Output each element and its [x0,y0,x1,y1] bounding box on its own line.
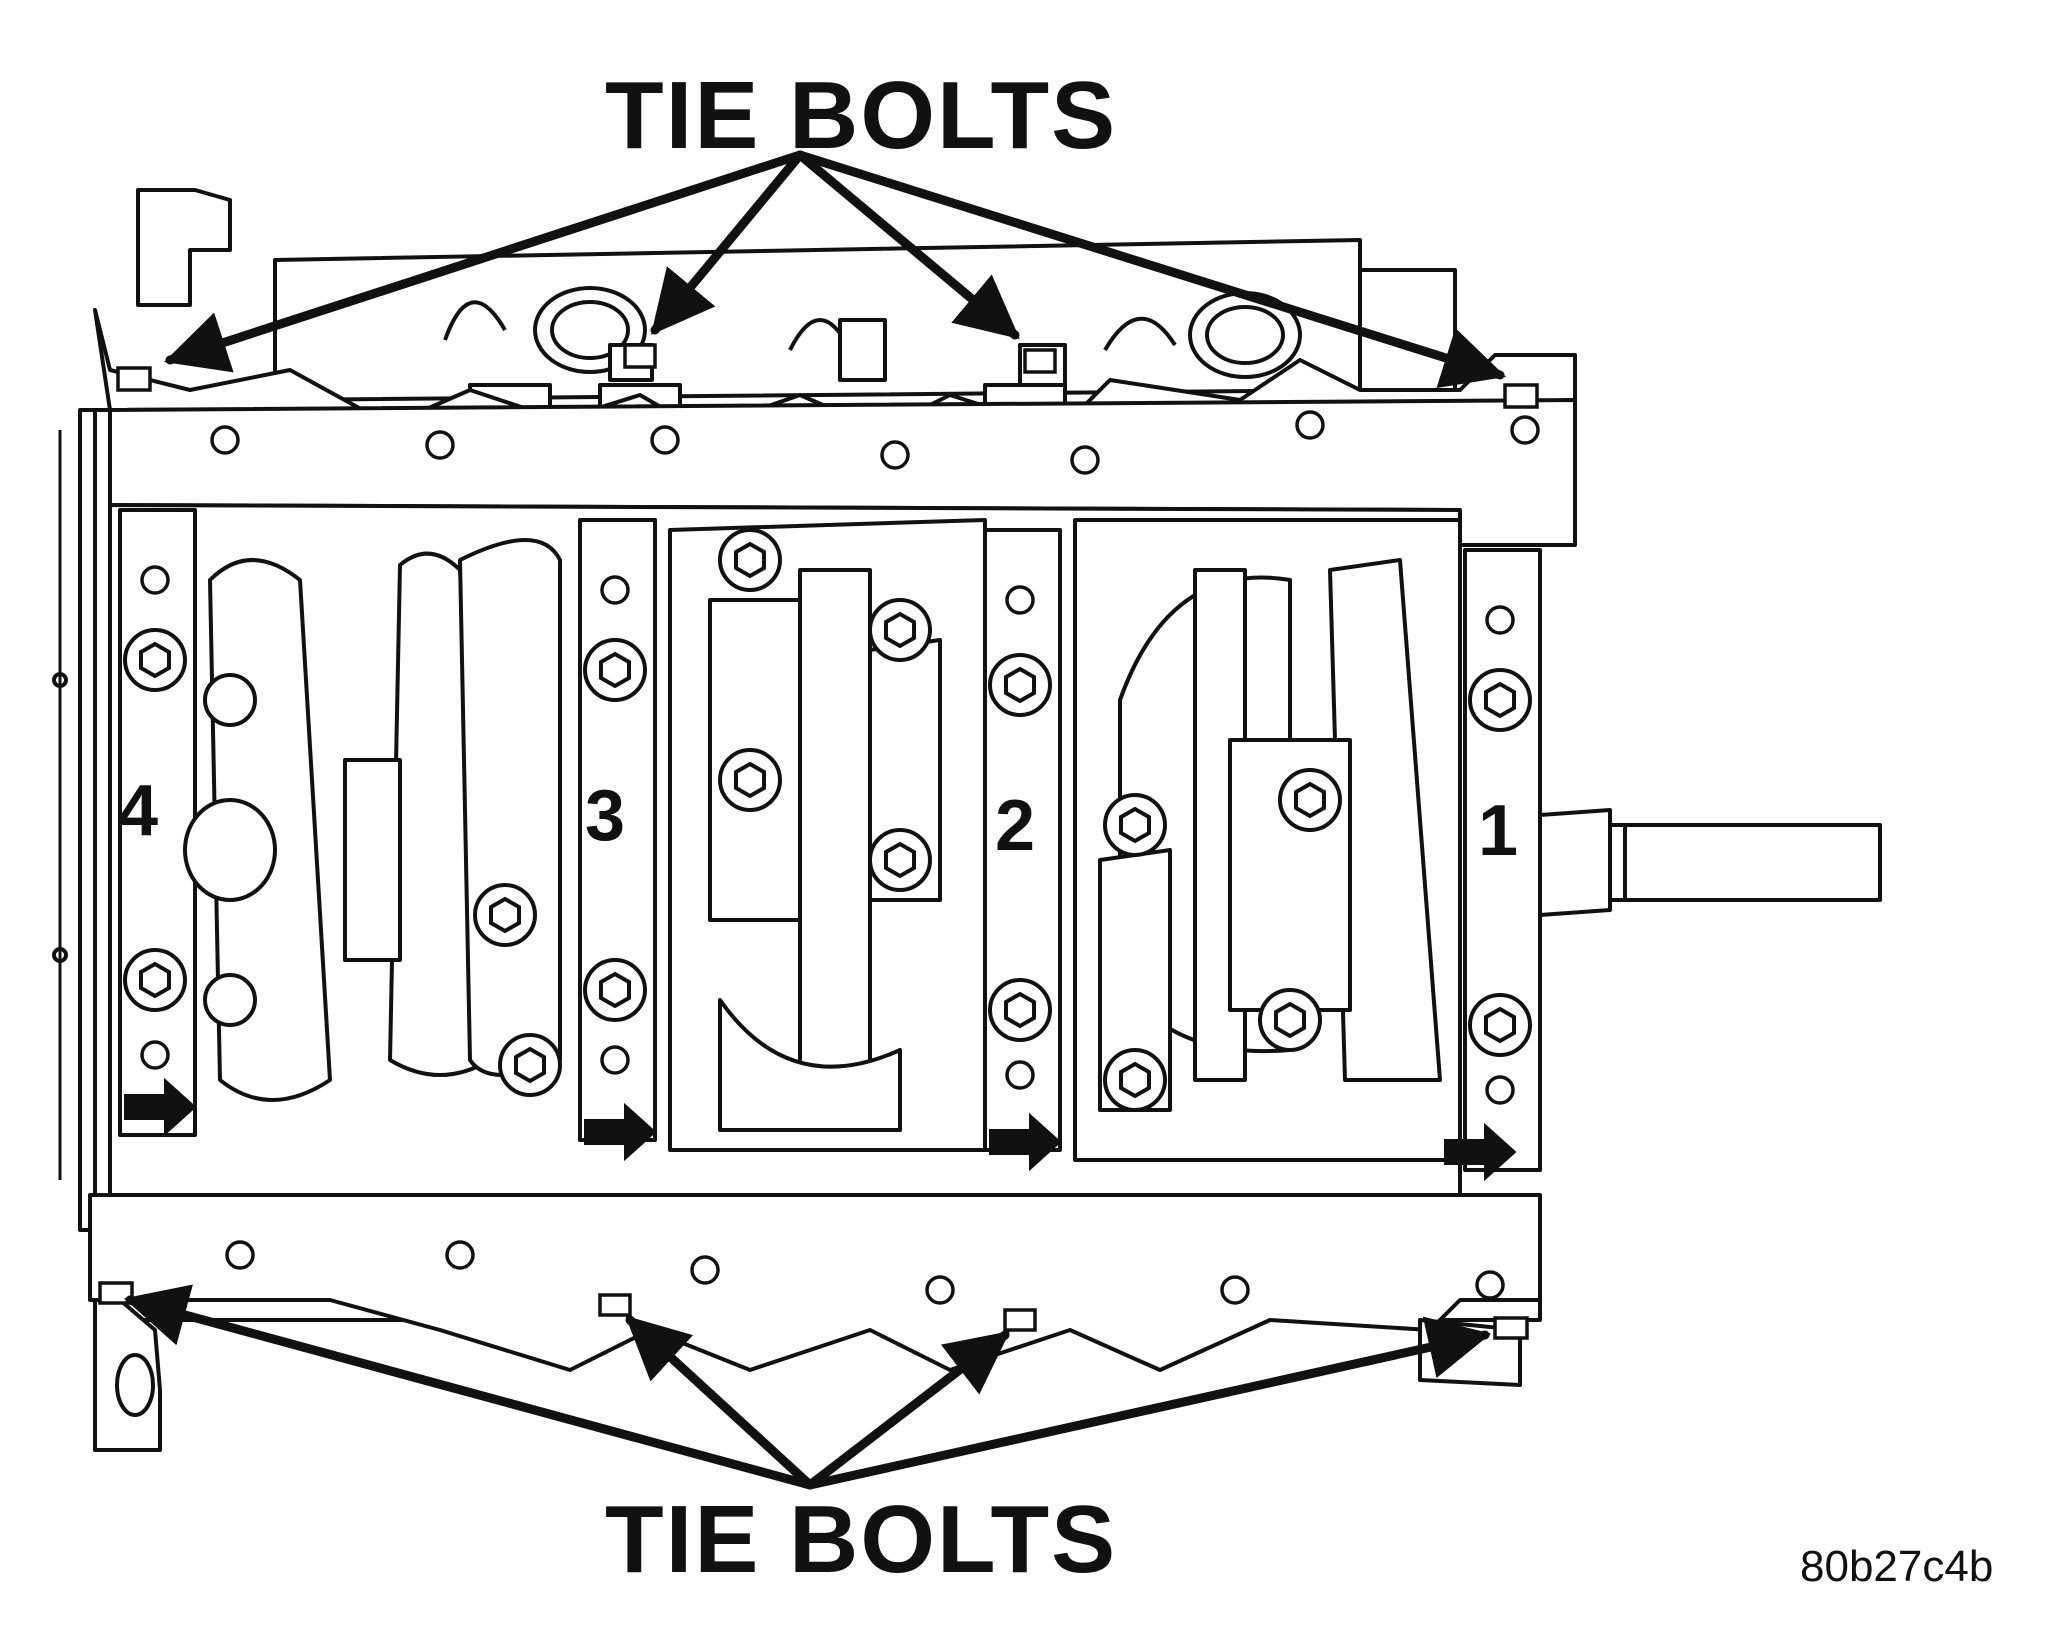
bearing-number-2: 2 [995,786,1036,866]
left-flange [78,408,97,1232]
bottom-tie-bolts-label: TIE BOLTS [605,1486,1118,1593]
figure-id: 80b27c4b [1800,1542,1994,1591]
left-top-ear [136,188,232,307]
right-top-boss [1358,268,1457,392]
bottom-rail [88,1193,1542,1372]
top-leader-arrows [164,150,1507,389]
bearing-number-4: 4 [118,771,159,851]
bearing-number-3: 3 [585,776,626,856]
top-tie-bolts-label: TIE BOLTS [605,62,1118,169]
crank-snout [1538,808,1612,917]
bearing-number-1: 1 [1478,791,1519,871]
bottom-leader-arrows [123,1284,1492,1490]
